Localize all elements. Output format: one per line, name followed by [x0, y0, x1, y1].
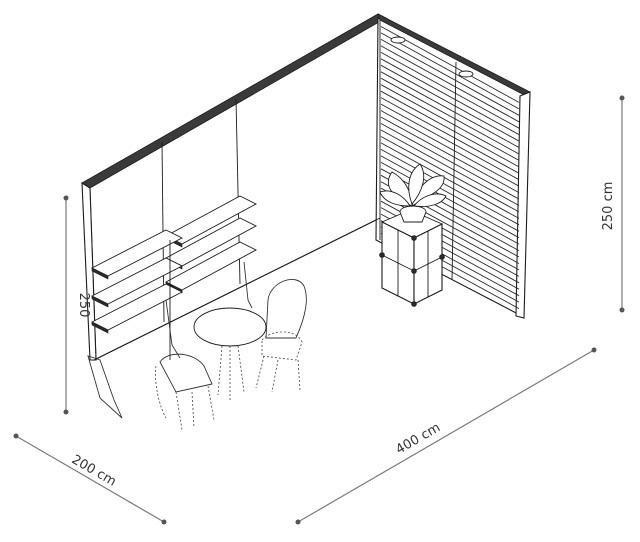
table-legs: [217, 345, 245, 400]
slat: [380, 77, 520, 155]
height-left-label: 250: [76, 293, 91, 318]
slat: [380, 64, 520, 142]
plant-pot: [399, 205, 427, 223]
plant-stand: [379, 209, 445, 307]
dimension-width: 400 cm: [295, 347, 597, 525]
slat: [380, 149, 520, 226]
shelving-unit: [91, 195, 257, 360]
slat: [380, 123, 520, 200]
slat-panel-seam: [451, 61, 457, 281]
slat: [380, 116, 520, 193]
slat: [380, 71, 520, 148]
slat: [380, 155, 520, 232]
slat: [380, 84, 520, 161]
slat: [380, 58, 520, 135]
slat: [380, 39, 520, 116]
slat: [380, 129, 520, 206]
slats: [380, 26, 520, 309]
floor-back-edge: [93, 217, 381, 361]
slat: [380, 168, 520, 245]
slat: [380, 142, 520, 219]
slat: [380, 52, 520, 129]
left-end-panel: [81, 181, 123, 419]
dimension-height-left: 250: [63, 195, 91, 415]
potted-plant: [379, 163, 447, 223]
table-top: [193, 307, 267, 347]
slat: [380, 136, 520, 213]
dimension-depth: 200 cm: [13, 433, 167, 525]
height-right-label: 250 cm: [601, 182, 616, 231]
dimension-height-right: 250 cm: [601, 95, 625, 313]
chair-left: [155, 353, 215, 431]
spotlight-2: [458, 70, 474, 78]
slatted-wall-end: [515, 91, 531, 319]
round-table: [193, 307, 267, 400]
spotlight-1: [390, 36, 406, 44]
slat: [380, 97, 520, 174]
slat: [380, 103, 520, 181]
chair-right: [255, 279, 307, 393]
shelf-support-2: [243, 261, 253, 309]
left-foot: [87, 355, 123, 419]
slat: [380, 90, 520, 168]
slat: [380, 32, 520, 110]
slat: [380, 110, 520, 187]
slat: [380, 162, 520, 239]
slat: [380, 45, 520, 123]
